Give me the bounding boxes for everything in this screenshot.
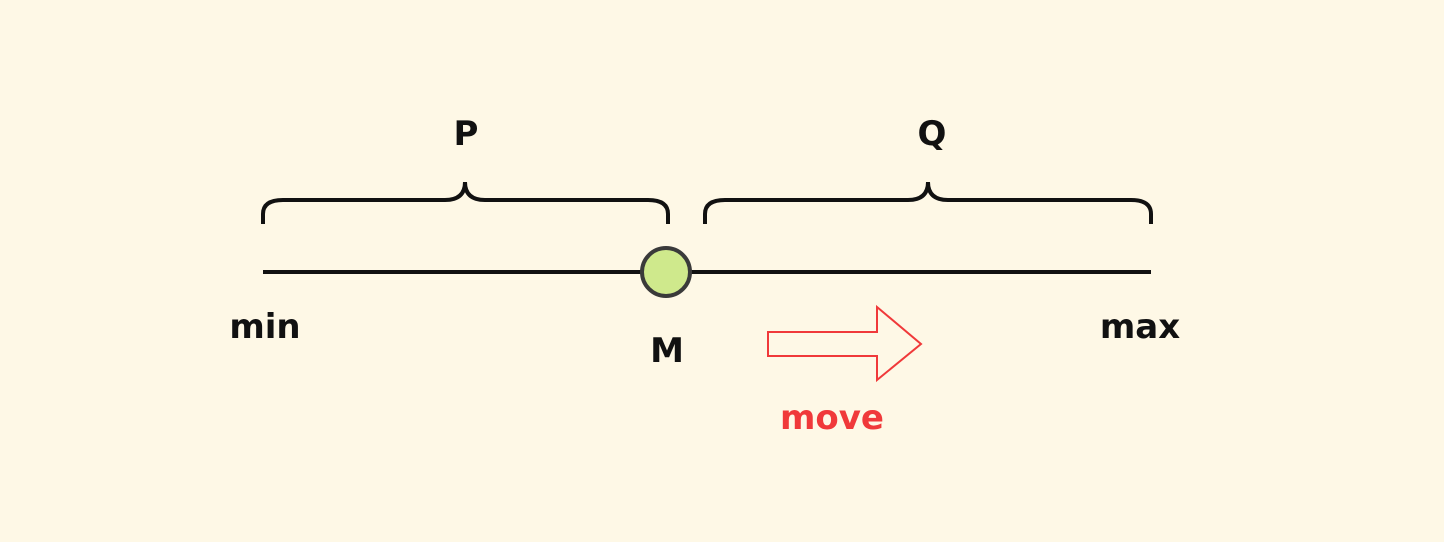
- label-m: M: [650, 331, 684, 371]
- label-max: max: [1100, 307, 1180, 347]
- label-q: Q: [918, 114, 947, 154]
- label-min: min: [229, 307, 300, 347]
- move-arrow-icon: [767, 304, 923, 383]
- point-m: [640, 246, 692, 298]
- brace-q: [703, 181, 1153, 224]
- brace-p: [261, 181, 670, 224]
- label-p: P: [454, 114, 479, 154]
- label-move: move: [780, 398, 884, 438]
